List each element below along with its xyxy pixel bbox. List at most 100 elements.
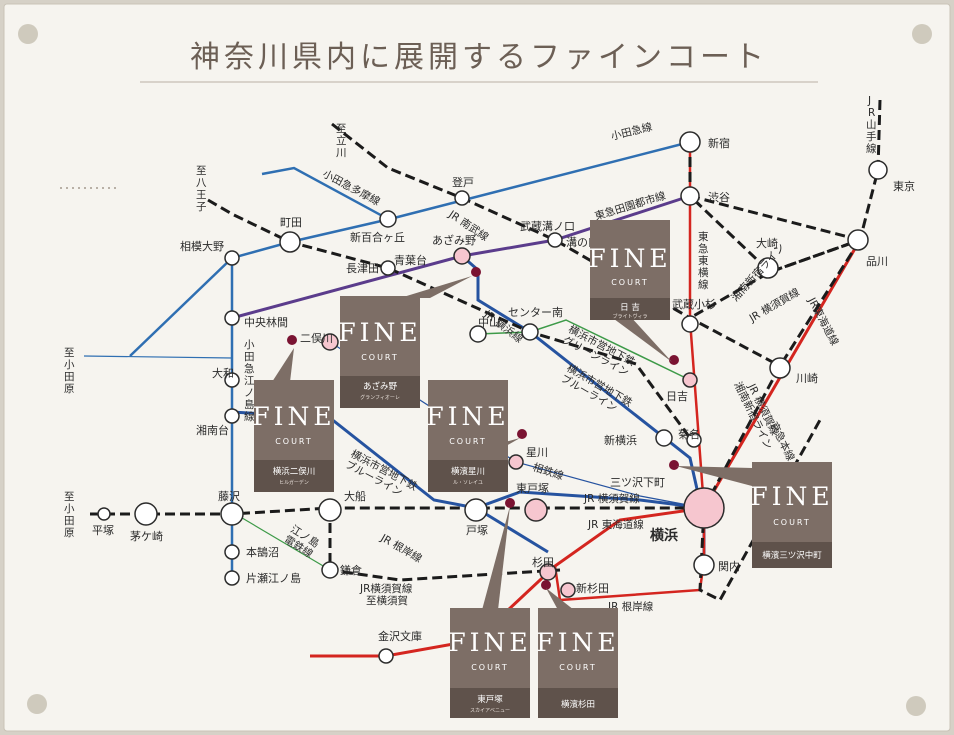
station-machida[interactable] [279,231,301,253]
label-shinagawa: 品川 [866,255,888,268]
fine-court-card-hoshikawa[interactable]: FINE COURT 横濱星川 ル・ソレイユ [426,380,509,492]
svg-text:田: 田 [244,351,255,363]
line-tokaido-east [702,239,862,509]
label-musashikosugi: 武蔵小杉 [672,297,716,311]
svg-text:R: R [868,107,875,119]
label-musashimizonokuchi: 武蔵溝ノ口 [520,220,575,233]
station-shinyurigaoka[interactable] [379,210,397,228]
court-logo: COURT [471,663,509,672]
pin-icon [18,24,38,44]
station-kannai[interactable] [693,554,715,576]
marker-hoshikawa [517,429,527,439]
map-title: 神奈川県内に展開するファインコート [190,40,768,75]
station-yokohama[interactable] [683,487,725,529]
station-noborito[interactable] [454,190,470,206]
label-hon-kugenuma: 本鵠沼 [246,545,279,559]
station-kawasaki[interactable] [769,357,791,379]
building-subname: スカイアベニュー [470,708,510,714]
station-azamino[interactable] [453,247,471,265]
station-chuorinkan[interactable] [224,310,240,326]
station-tokyo[interactable] [868,160,888,180]
line-odakyu-tama [261,166,389,221]
svg-text:線: 線 [244,410,255,423]
station-hiyoshi[interactable] [682,372,698,388]
line-denentoshi [231,194,691,320]
station-kanazawabunko[interactable] [378,648,394,664]
fine-court-card-futamatagawa[interactable]: FINE COURT 横浜二俣川 ヒルガーデン [252,380,335,492]
station-hiratsuka[interactable] [97,507,111,521]
station-shinjuku[interactable] [679,131,701,153]
station-shibuya[interactable] [680,186,700,206]
svg-text:至: 至 [336,123,347,135]
station-nakayama[interactable] [469,325,487,343]
svg-text:小: 小 [244,339,255,351]
station-totsuka[interactable] [464,498,488,522]
label-yokohama: 横浜 [650,527,678,544]
label-line-yokosuka-dest-1: JR横須賀線 [359,582,413,595]
fine-court-card-azamino[interactable]: FINE COURT あざみ野 グランフィオーレ [338,296,421,408]
station-higashitotsuka[interactable] [524,498,548,522]
building-subname: ヒルガーデン [279,479,309,486]
fine-logo: FINE [252,402,335,431]
station-hon-kugenuma[interactable] [224,544,240,560]
station-chigasaki[interactable] [134,502,158,526]
line-enoden [231,511,331,571]
svg-text:線: 線 [698,278,709,291]
marker-mitsuzawa [669,460,679,470]
svg-text:急: 急 [244,362,255,375]
svg-text:江: 江 [244,375,255,387]
fine-court-card-higashitotsuka[interactable]: FINE COURT 東戸塚 スカイアベニュー [448,608,531,718]
station-mizonokuchi[interactable] [547,232,563,248]
label-dest-odawara-2: 至小 田原 [64,491,75,539]
label-shinsugita: 新杉田 [576,581,609,595]
building-name: 横浜二俣川 [273,466,316,477]
station-musashikosugi[interactable] [681,315,699,333]
svg-text:ノ: ノ [244,387,255,399]
station-futamatagawa[interactable] [321,333,339,351]
label-futamatagawa: 二俣川 [300,331,333,345]
court-logo: COURT [559,663,597,672]
line-negishi [698,419,822,602]
station-shinagawa[interactable] [847,229,869,251]
fine-logo: FINE [750,482,833,511]
label-azamino: あざみ野 [432,233,476,247]
station-shinsugita[interactable] [560,582,576,598]
label-shinjuku: 新宿 [708,136,730,150]
station-kikuna[interactable] [686,432,702,448]
station-katase-enoshima[interactable] [224,570,240,586]
label-nakayama: 中山 [478,316,500,329]
svg-text:王: 王 [196,189,207,201]
pointer-sugita [546,588,574,610]
station-osaki[interactable] [757,257,779,279]
station-center-minami[interactable] [521,323,539,341]
label-osaki: 大崎 [756,236,778,250]
svg-text:線: 線 [866,142,877,155]
label-fujisawa: 藤沢 [218,489,240,503]
pointer-higashitotsuka [482,506,510,610]
fine-court-card-hiyoshi[interactable]: FINE COURT 日 吉 ブライトヴィラ [588,220,671,320]
station-shonandai[interactable] [224,408,240,424]
label-center-minami: センター南 [508,306,563,319]
station-markers-pink [321,247,725,598]
station-yamato[interactable] [224,372,240,388]
station-kamakura[interactable] [321,561,339,579]
fine-court-card-sugita[interactable]: FINE COURT 横濱杉田 [536,608,619,718]
label-mitsuzawashimocho: 三ツ沢下町 [610,475,665,489]
building-name: 横濱三ツ沢中町 [762,550,822,561]
station-fujisawa[interactable] [220,502,244,526]
station-sugita[interactable] [539,563,557,581]
line-green [477,319,691,381]
station-ofuna[interactable] [318,498,342,522]
fine-logo: FINE [588,244,671,273]
station-hoshikawa[interactable] [508,454,524,470]
station-sagamiono[interactable] [224,250,240,266]
fine-court-card-mitsuzawa[interactable]: FINE COURT 横濱三ツ沢中町 [750,462,833,568]
label-shonandai: 湘南台 [196,423,229,437]
label-line-tokaido-b: JR 東海道線 [587,518,644,531]
line-sotetsu [329,341,705,509]
label-dest-tachikawa: 至立 川 [336,123,347,159]
station-nagatsuta[interactable] [380,260,396,276]
fine-logo: FINE [448,628,531,657]
station-shinyokohama[interactable] [655,429,673,447]
